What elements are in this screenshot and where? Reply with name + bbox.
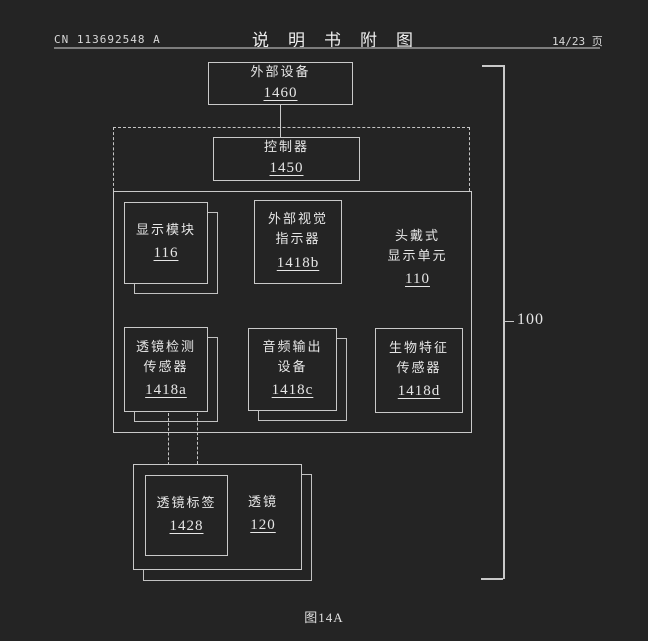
external-device-box: 外部设备 1460: [208, 62, 353, 105]
external-device-ref: 1460: [263, 84, 298, 101]
external-visual-indicator-label-line1: 外部视觉: [267, 211, 328, 227]
page-indicator: 14/23 页: [552, 35, 603, 48]
biometric-sensor-box: 生物特征 传感器 1418d: [375, 328, 463, 413]
biometric-sensor-ref: 1418d: [397, 383, 441, 400]
display-module-ref: 116: [153, 245, 179, 262]
hmd-unit-ref: 110: [405, 271, 430, 288]
system-bracket-top-tick: [482, 65, 503, 67]
biometric-sensor-label-line2: 传感器: [396, 359, 442, 375]
lens-label: 透镜: [247, 494, 278, 509]
biometric-sensor-label-line1: 生物特征: [388, 339, 449, 355]
system-ref-label: 100: [517, 311, 544, 328]
connector-sensor-lens-tag: [168, 413, 169, 475]
document-title: 说明书附图: [252, 31, 432, 50]
controller-label: 控制器: [263, 139, 309, 155]
hmd-unit-label-block: 头戴式 显示单元 110: [370, 226, 465, 292]
patent-number: CN 113692548 A: [54, 33, 161, 46]
lens-ref: 120: [250, 517, 276, 534]
external-device-label: 外部设备: [250, 63, 311, 79]
display-module-label: 显示模块: [135, 222, 196, 238]
display-module-box: 显示模块 116: [124, 202, 208, 284]
system-ref-leader-line: [505, 321, 514, 322]
audio-output-device-box: 音频输出 设备 1418c: [248, 328, 337, 411]
controller-dashed-boundary: [113, 127, 470, 191]
audio-output-device-label-line1: 音频输出: [262, 338, 323, 354]
lens-label-block: 透镜 120: [232, 492, 294, 537]
external-visual-indicator-ref: 1418b: [276, 254, 320, 271]
lens-detection-sensor-label-line2: 传感器: [143, 358, 189, 374]
lens-detection-sensor-label-line1: 透镜检测: [135, 338, 196, 354]
header-divider: [54, 47, 600, 49]
external-visual-indicator-box: 外部视觉 指示器 1418b: [254, 200, 342, 284]
lens-tag-box: 透镜标签 1428: [145, 475, 228, 556]
lens-tag-label: 透镜标签: [156, 494, 217, 510]
audio-output-device-label-line2: 设备: [277, 358, 308, 374]
controller-ref: 1450: [269, 160, 304, 177]
external-visual-indicator-label-line2: 指示器: [275, 231, 321, 247]
system-bracket-line: [503, 65, 505, 579]
connector-external-device-controller: [280, 105, 281, 137]
hmd-unit-label-line1: 头戴式: [394, 228, 440, 243]
system-bracket-bottom-tick: [481, 578, 503, 580]
lens-tag-ref: 1428: [169, 517, 204, 534]
controller-box: 控制器 1450: [213, 137, 360, 181]
lens-detection-sensor-ref: 1418a: [145, 382, 187, 399]
connector-sensor-lens: [197, 413, 198, 464]
figure-caption: 图14A: [304, 610, 344, 625]
lens-detection-sensor-box: 透镜检测 传感器 1418a: [124, 327, 208, 412]
hmd-unit-box: [113, 191, 472, 433]
hmd-unit-label-line2: 显示单元: [387, 248, 448, 264]
audio-output-device-ref: 1418c: [271, 382, 314, 399]
